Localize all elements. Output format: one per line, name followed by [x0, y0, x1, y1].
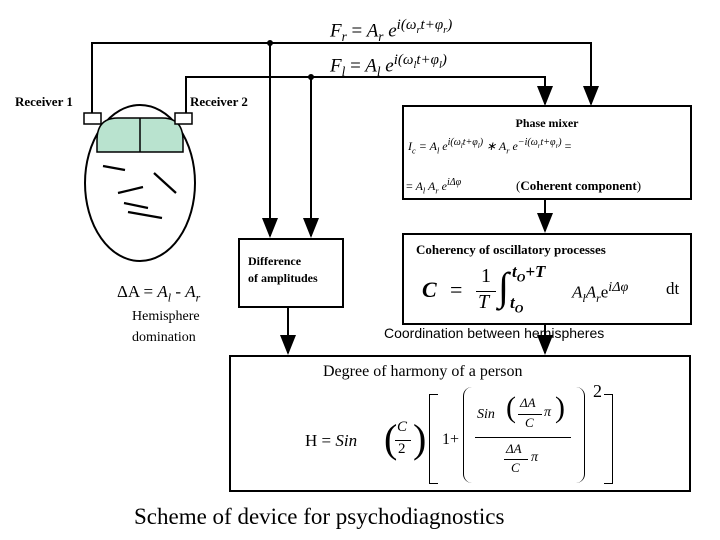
nose [117, 185, 144, 195]
coherency-frac-bar [476, 291, 496, 292]
phase-mixer-line1: Ic = Al ei(ωlt+φl) ∗ Ar e−i(ωrt+φr) = [408, 137, 572, 156]
coherency-C: C [422, 277, 437, 302]
coherency-frac-den: T [478, 291, 490, 313]
coherency-integrand: AlAreiΔφ [572, 279, 629, 306]
harmony-one-plus: 1+ [442, 431, 460, 448]
hemisphere-note-line1: Hemisphere [132, 309, 200, 324]
harmony-pi: π [544, 405, 552, 420]
junction-dot-right [267, 40, 273, 46]
coherent-component-label: (Coherent component) [516, 178, 642, 193]
coherency-frac-num: 1 [481, 265, 491, 287]
harmony-box: Degree of harmony of a person H = Sin ( … [229, 355, 691, 492]
harmony-C: C [397, 419, 408, 435]
right-eye [153, 172, 177, 194]
coherency-lower-limit: tO [510, 293, 524, 316]
difference-box: Difference of amplitudes [238, 238, 344, 308]
phase-mixer-box: Phase mixer Ic = Al ei(ωlt+φl) ∗ Ar e−i(… [402, 105, 692, 200]
diagram-caption: Scheme of device for psychodiagnostics [134, 504, 505, 529]
coherency-dt: dt [666, 279, 680, 298]
harmony-frac-paren-open [463, 387, 472, 483]
coherency-integral: ∫ [498, 264, 509, 309]
receiver1-wire [91, 42, 599, 113]
harmony-paren-close: ) [413, 416, 427, 461]
harmony-pi2: π [531, 450, 539, 465]
receiver-1-label: Receiver 1 [15, 94, 73, 109]
mouth-lower [127, 210, 163, 220]
coherency-upper-limit: tO+T [512, 262, 546, 285]
phase-mixer-title: Phase mixer [515, 116, 579, 130]
signal-left-formula: Fl = Al ei(ωlt+φl) [330, 52, 447, 80]
harmony-dA: ΔA [520, 395, 536, 410]
head-drawing [83, 104, 196, 262]
harmony-Cden: C [525, 415, 534, 430]
harmony-frac-paren-close [576, 387, 585, 483]
electrode-left [83, 112, 102, 125]
receiver2-wire [185, 76, 553, 113]
difference-title-line1: Difference [248, 254, 302, 268]
coherency-eq: = [450, 277, 463, 302]
harmony-two: 2 [398, 441, 406, 457]
signal-right-formula: Fr = Ar ei(ωrt+φr) [330, 17, 453, 45]
harmony-main-bar [475, 437, 571, 438]
harmony-big-bracket-close [604, 394, 613, 484]
coherency-title: Coherency of oscillatory processes [416, 242, 606, 257]
phase-mixer-line2: = Al Ar eiΔφ [406, 177, 462, 196]
harmony-title: Degree of harmony of a person [323, 363, 523, 380]
harmony-inner-paren-open: ( [506, 391, 516, 424]
harmony-C2: C [511, 460, 520, 475]
harmony-power: 2 [593, 381, 602, 401]
difference-title-line2: of amplitudes [248, 271, 318, 285]
harmony-dA2-bar [504, 459, 528, 460]
difference-formula: ΔA = Al - Ar [117, 282, 201, 305]
electrode-right [174, 112, 193, 125]
coordination-label: Coordination between hemispheres [384, 325, 605, 341]
harmony-inner-sin: Sin [477, 407, 495, 422]
coherency-box: Coherency of oscillatory processes C = 1… [402, 233, 692, 325]
harmony-big-bracket-open [429, 394, 438, 484]
junction-dot-left [308, 74, 314, 80]
harmony-paren-open: ( [384, 416, 398, 461]
receiver-2-label: Receiver 2 [190, 94, 248, 109]
left-eye [102, 164, 126, 172]
mouth-upper [123, 201, 149, 210]
harmony-dA-bar [518, 414, 542, 415]
harmony-inner-paren-close: ) [555, 391, 565, 424]
harmony-dA2: ΔA [506, 441, 522, 456]
harmony-c-bar [395, 440, 411, 441]
hemisphere-note-line2: domination [132, 330, 196, 345]
harmony-H: H = Sin [305, 431, 358, 450]
